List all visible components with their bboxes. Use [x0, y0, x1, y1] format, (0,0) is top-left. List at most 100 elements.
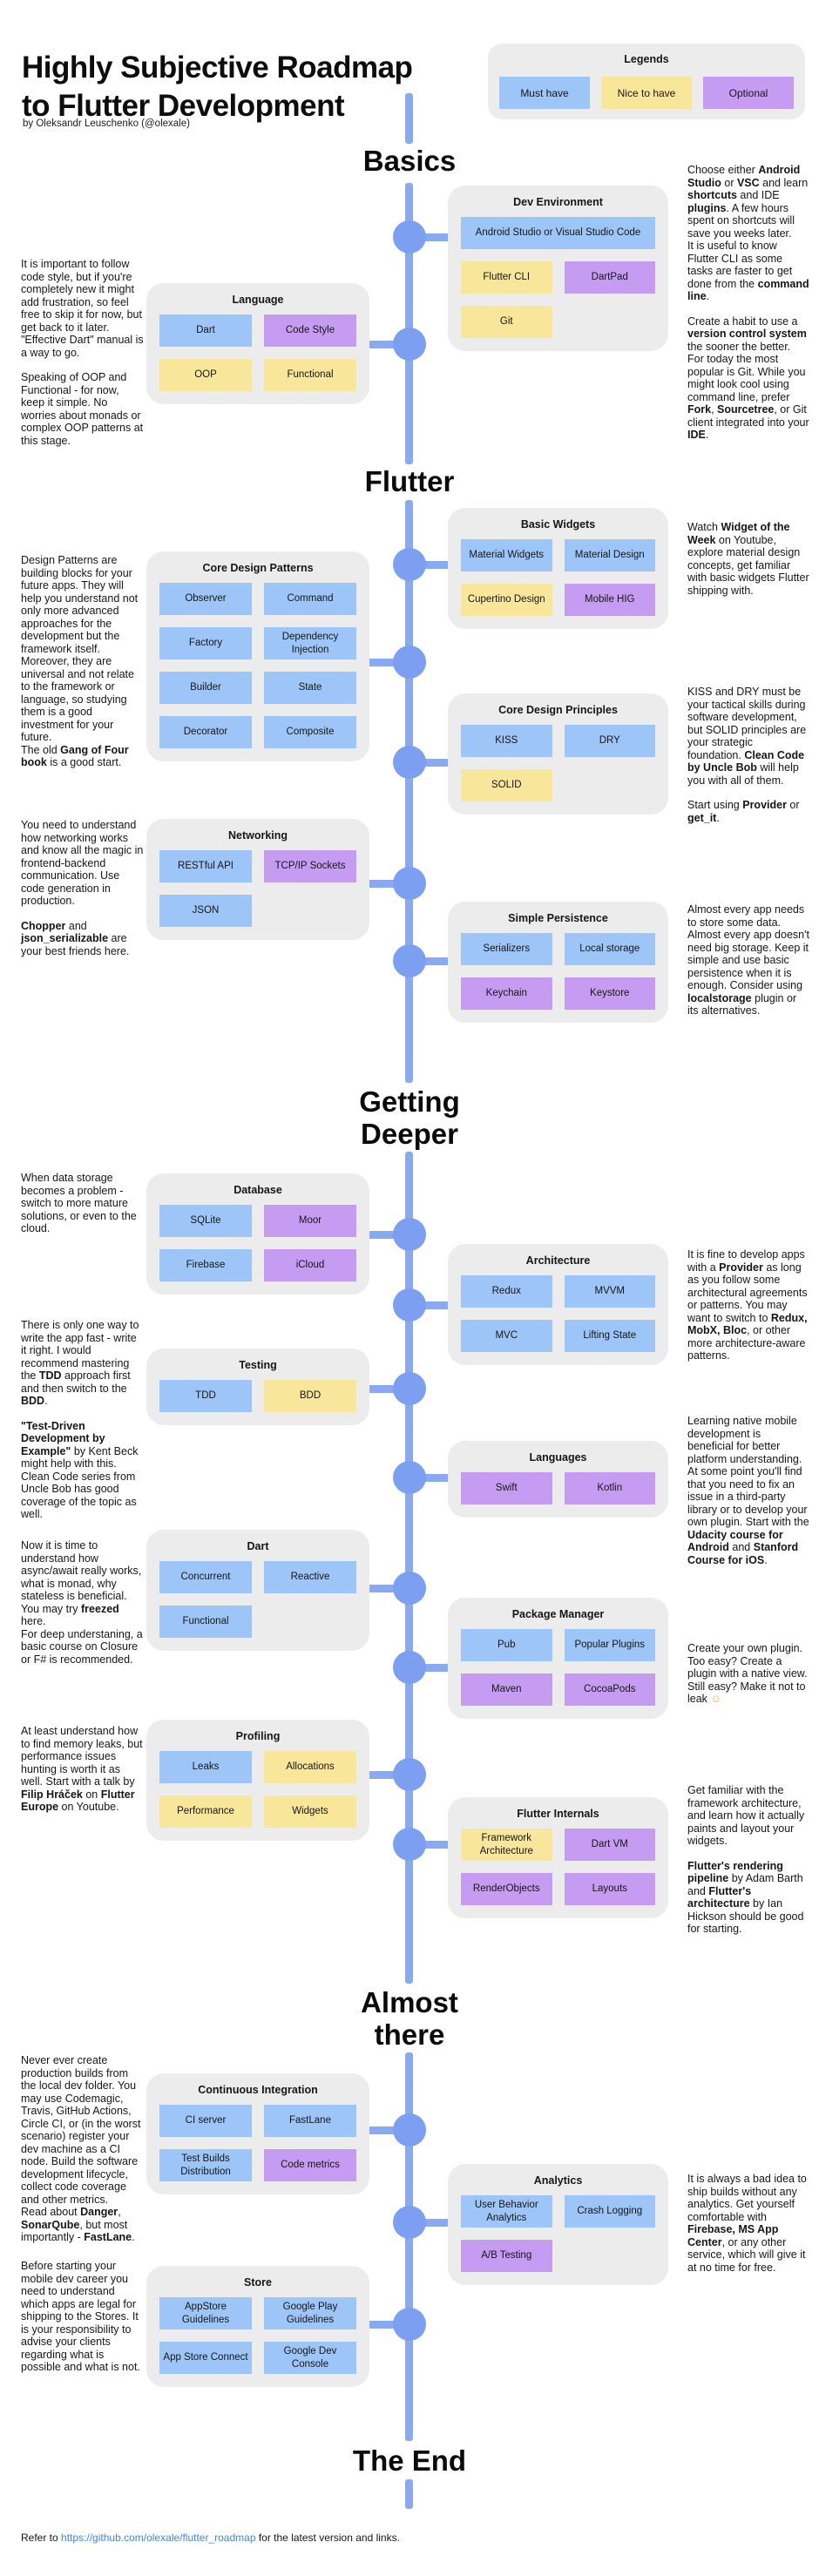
topic-chip-android-studio-or-visual-studio-code: Android Studio or Visual Studio Code	[461, 217, 655, 249]
timeline-line	[405, 500, 413, 1083]
side-note: Create your own plugin. Too easy? Create…	[687, 1642, 809, 1718]
timeline-connector	[406, 1302, 453, 1309]
topic-chip-user-behavior-analytics: User Behavior Analytics	[461, 2195, 552, 2228]
timeline-connector	[366, 659, 413, 666]
side-note: It is fine to develop apps with a Provid…	[687, 1248, 809, 1375]
topic-chip-builder: Builder	[159, 672, 252, 704]
note-paragraph: Flutter's rendering pipeline by Adam Bar…	[687, 1859, 804, 1936]
timeline-node	[393, 220, 426, 254]
topic-chip-flutter-cli: Flutter CLI	[461, 261, 552, 294]
note-paragraph: Before starting your mobile dev career y…	[21, 2260, 140, 2373]
chip-row: Functional	[159, 1606, 356, 1638]
topic-chip-bdd: BDD	[264, 1380, 356, 1412]
topic-chip-code-style: Code Style	[264, 314, 356, 347]
card-title: Core Design Principles	[498, 704, 618, 716]
section-heading-almost-there: Almost there	[361, 1986, 458, 2051]
topic-chip-sqlite: SQLite	[159, 1205, 252, 1237]
topic-chip-mvc: MVC	[461, 1320, 552, 1352]
timeline-connector	[406, 1664, 453, 1672]
side-note: There is only one way to write the app f…	[21, 1319, 145, 1533]
note-paragraph: Learning native mobile development is be…	[687, 1415, 809, 1566]
side-note: It is always a bad idea to ship builds w…	[687, 2173, 809, 2286]
topic-chip-app-store-connect: App Store Connect	[159, 2342, 252, 2374]
chip-row: TDD BDD	[159, 1380, 356, 1412]
note-paragraph: "Test-Driven Development by Example" by …	[21, 1419, 139, 1521]
note-paragraph: Never ever create production builds from…	[21, 2054, 141, 2243]
topic-chip-dart: Dart	[159, 314, 252, 347]
note-paragraph: KISS and DRY must be your tactical skill…	[687, 686, 807, 787]
timeline-connector	[406, 2219, 453, 2227]
timeline-line	[405, 183, 413, 464]
footer-link[interactable]: https://github.com/olexale/flutter_roadm…	[61, 2532, 256, 2544]
note-paragraph: It is important to follow code style, bu…	[21, 258, 144, 359]
topic-chip-icloud: iCloud	[264, 1249, 356, 1281]
section-heading-flutter: Flutter	[364, 465, 455, 497]
side-note: Get familiar with the framework architec…	[687, 1784, 809, 1948]
note-paragraph: Now it is time to understand how async/a…	[21, 1539, 143, 1666]
timeline-connector	[406, 957, 453, 965]
note-paragraph: Design Patterns are building blocks for …	[21, 554, 139, 768]
chip-row: A/B Testing	[461, 2240, 655, 2272]
note-paragraph: Chopper and json_serializable are your b…	[21, 919, 130, 957]
timeline-line	[405, 1152, 413, 1984]
timeline-node	[393, 1288, 426, 1322]
topic-chip-tdd: TDD	[159, 1380, 252, 1412]
timeline-connector	[406, 759, 453, 767]
note-paragraph: It is always a bad idea to ship builds w…	[687, 2173, 807, 2274]
smiley-emoji-icon: ☺	[710, 1693, 722, 1705]
legend-chip-nice-to-have: Nice to have	[601, 77, 692, 109]
side-note: Now it is time to understand how async/a…	[21, 1539, 145, 1678]
chip-row: SOLID	[461, 769, 655, 801]
chip-row: Performance Widgets	[159, 1795, 356, 1828]
topic-chip-serializers: Serializers	[461, 933, 552, 965]
topic-chip-dry: DRY	[564, 725, 655, 757]
topic-chip-renderobjects: RenderObjects	[461, 1873, 552, 1905]
section-heading-basics: Basics	[362, 145, 457, 177]
topic-chip-pub: Pub	[461, 1629, 552, 1661]
side-note: Learning native mobile development is be…	[687, 1415, 809, 1579]
topic-chip-keychain: Keychain	[461, 977, 552, 1010]
topic-chip-dartpad: DartPad	[564, 261, 655, 294]
card-title: Package Manager	[511, 1608, 605, 1620]
side-note: When data storage becomes a problem - sw…	[21, 1172, 145, 1247]
side-note: At least understand how to find memory l…	[21, 1725, 145, 1826]
side-note: You need to understand how networking wo…	[21, 819, 145, 970]
timeline-node	[393, 328, 426, 361]
topic-chip-git: Git	[461, 306, 552, 338]
topic-chip-solid: SOLID	[461, 769, 552, 801]
topic-chip-widgets: Widgets	[264, 1795, 356, 1828]
card-title: Dart	[247, 1540, 269, 1552]
legend-chip-optional: Optional	[703, 77, 794, 109]
card-title: Store	[244, 2276, 272, 2289]
chip-row: JSON	[159, 895, 356, 927]
timeline-node	[393, 1758, 426, 1791]
topic-chip-layouts: Layouts	[564, 1873, 655, 1905]
topic-chip-fastlane: FastLane	[264, 2105, 356, 2137]
topic-chip-decorator: Decorator	[159, 716, 252, 748]
topic-chip-mvvm: MVVM	[564, 1275, 655, 1308]
side-note: KISS and DRY must be your tactical skill…	[687, 686, 809, 836]
note-paragraph: Create a habit to use a version control …	[687, 314, 809, 442]
section-heading-getting-deeper: Getting Deeper	[359, 1085, 460, 1150]
topic-chip-performance: Performance	[159, 1795, 252, 1828]
timeline-node	[393, 1218, 426, 1251]
timeline-connector	[366, 1385, 413, 1393]
side-note: Watch Widget of the Week on Youtube, exp…	[687, 521, 809, 609]
